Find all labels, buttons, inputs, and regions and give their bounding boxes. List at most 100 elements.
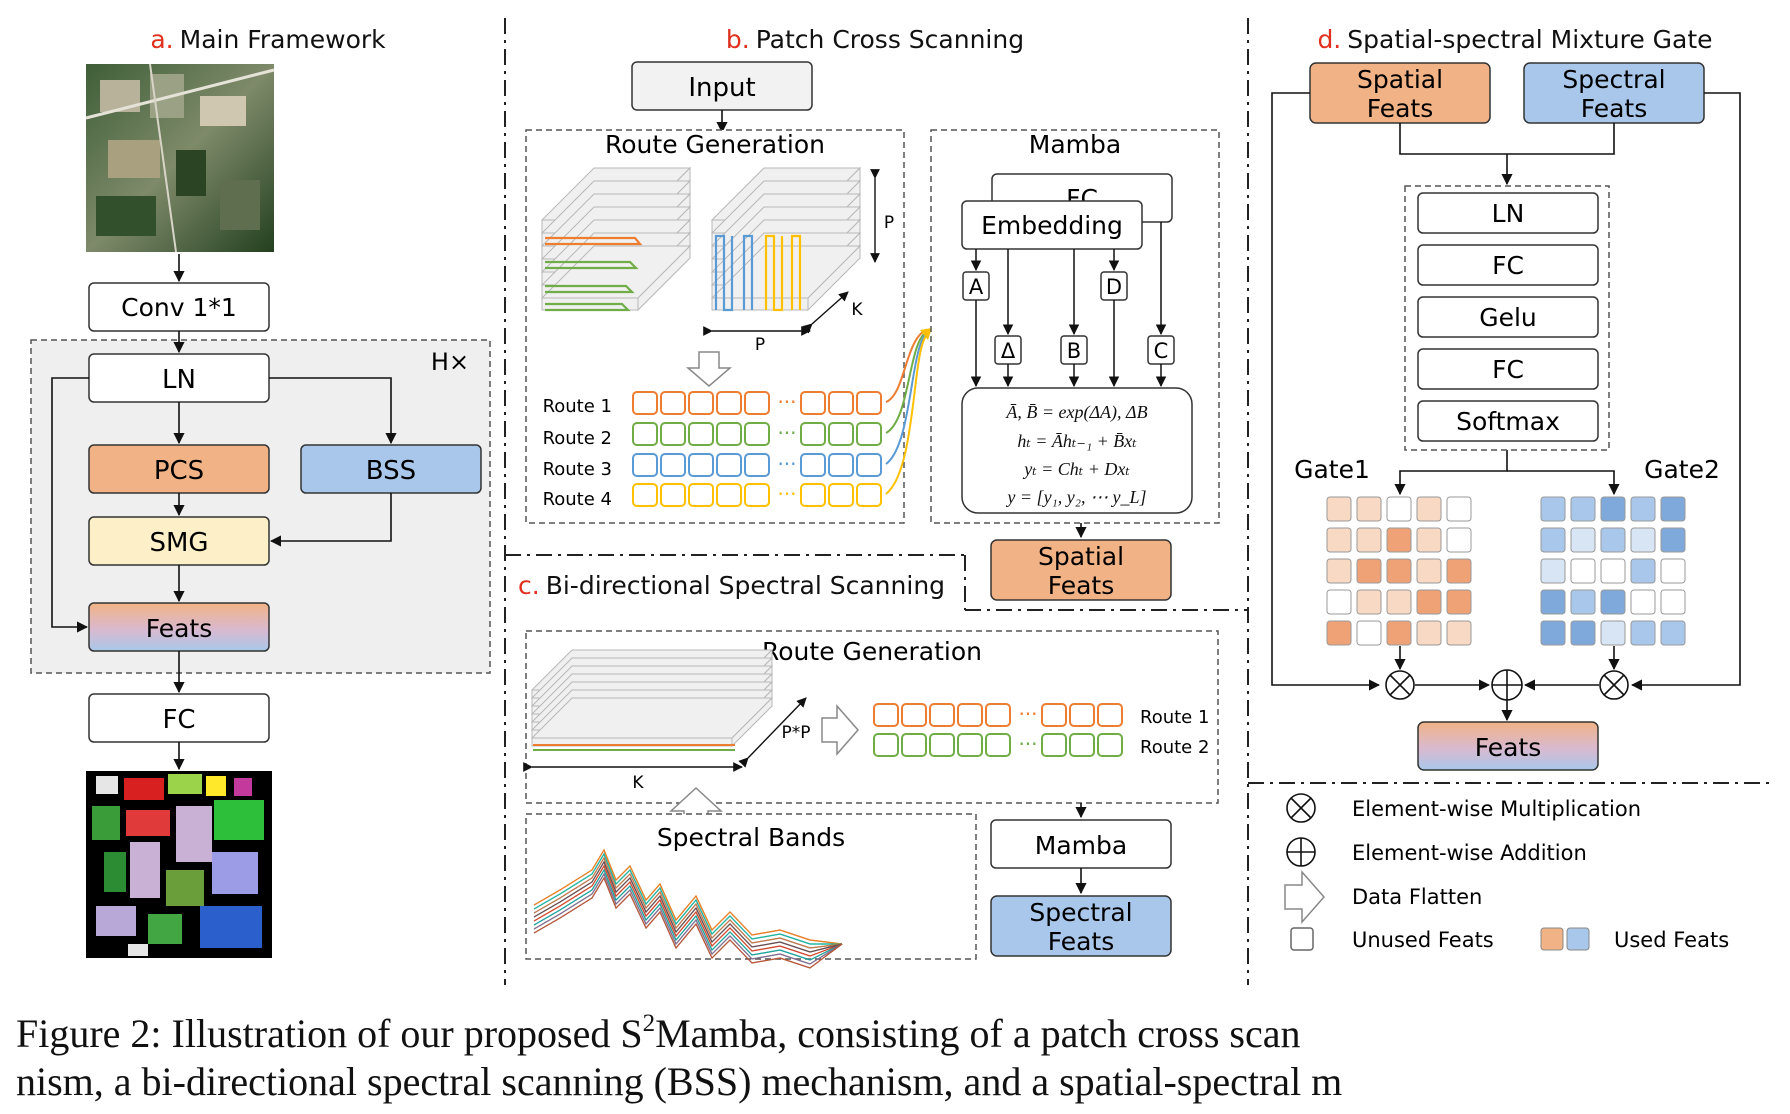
ln-label: LN [162,365,196,395]
gate-cell [1386,620,1412,646]
caption-line-2: nism, a bi-directional spectral scanning… [16,1059,1342,1104]
band-curve [533,864,843,957]
output-feats-label: Feats [1475,733,1542,762]
mamba-label-b: Mamba [1029,130,1121,159]
patch-cube-horizontal [540,166,692,312]
gate-cell [1660,589,1686,615]
repeat-label: H× [431,348,469,376]
input-satellite-image [85,63,275,253]
panel-separators [504,18,1770,985]
route-cell [632,391,658,415]
gate1-label: Gate1 [1294,455,1370,484]
route-cell [856,391,882,415]
route-ellipsis: ··· [777,421,796,445]
dim-p-horizontal: P [755,335,765,355]
input-label: Input [688,73,755,103]
smg-label: SMG [149,528,208,558]
gate1-grid [1326,496,1472,646]
gate-cell [1356,527,1382,553]
band-curve [533,848,843,945]
spectral-cube [530,648,774,751]
band-curve [533,868,843,961]
gate-cell [1416,496,1442,522]
param-c: C [1154,339,1169,363]
route-cell [957,703,983,727]
route-cell [828,483,854,507]
gate-cell [1660,558,1686,584]
route-list: Route 1 Route 2 Route 3 Route 4 ········… [543,390,882,510]
gate-cell [1416,558,1442,584]
param-a: A [969,275,984,299]
route-cell [856,422,882,446]
gate-cell [1326,558,1352,584]
route-cell [688,422,714,446]
route-cell [632,422,658,446]
gate-layer-box [1417,244,1599,286]
gate-cell [1416,589,1442,615]
gate-cell [1630,496,1656,522]
route-4-label: Route 4 [543,489,612,510]
gate-cell [1630,589,1656,615]
route-cell [828,391,854,415]
gate-cell [1386,496,1412,522]
feats-label: Feats [146,614,213,643]
gate-layer-label: LN [1492,199,1525,228]
legend-unused-swatch [1290,927,1314,951]
gate-layer-box [1417,192,1599,234]
route-1-label: Route 1 [543,396,612,417]
bss-label: BSS [366,456,416,486]
figure-caption: Figure 2: Illustration of our proposed S… [16,1010,1342,1104]
panel-a-title: a.Main Framework [150,25,386,54]
route-cell [873,733,899,757]
legend-mult-label: Element-wise Multiplication [1352,797,1641,821]
route-cell [716,483,742,507]
equation-4: y = [y₁, y₂, ⋯ y_L] [1005,487,1146,507]
multiply-icon-left [1385,670,1415,700]
route-cell [828,422,854,446]
cube-slab-side [637,244,691,312]
gate-cell [1416,620,1442,646]
route-ellipsis: ··· [777,482,796,506]
gate-cell [1446,496,1472,522]
route-2-label-c: Route 2 [1140,737,1209,758]
gate-cell [1356,620,1382,646]
band-curve [533,852,842,945]
route-cell [660,453,686,477]
route-cell [744,483,770,507]
gate-cell [1570,620,1596,646]
route-cell [632,483,658,507]
dim-pp: P*P [781,723,810,743]
gate-cell [1540,558,1566,584]
fc-label: FC [162,705,195,735]
gate-cell [1446,620,1472,646]
gate-cell [1600,496,1626,522]
ssm-parameters: A Δ B D C [962,271,1175,365]
gate-cell [1570,496,1596,522]
gate-layer-label: Softmax [1456,407,1560,436]
route-cell [688,483,714,507]
gate-cell [1540,620,1566,646]
gate-cell [1660,527,1686,553]
legend-used-label: Used Feats [1614,928,1729,952]
spatial-feats-d-line1: Spatial [1357,65,1443,94]
param-delta: Δ [1001,339,1016,363]
gate-cell [1326,589,1352,615]
patch-cube-vertical [710,166,862,312]
route-cell [688,453,714,477]
pcs-label: PCS [154,456,204,486]
route-cell [660,483,686,507]
route-cell [800,453,826,477]
gate-cell [1630,558,1656,584]
equation-2: hₜ = Āhₜ₋₁ + B̄xₜ [1017,431,1137,451]
caption-line-1: Figure 2: Illustration of our proposed S… [16,1010,1301,1056]
route-cell [1069,703,1095,727]
equation-3: yₜ = Chₜ + Dxₜ [1022,459,1130,479]
panel-b-title: b.Patch Cross Scanning [726,25,1024,54]
gate-cell [1326,620,1352,646]
gate-layer-box [1417,348,1599,390]
panel-c-title: c.Bi-directional Spectral Scanning [518,571,945,600]
route-cell [957,733,983,757]
spectral-bands-label: Spectral Bands [657,823,845,852]
flatten-arrow-c-icon [821,704,859,756]
